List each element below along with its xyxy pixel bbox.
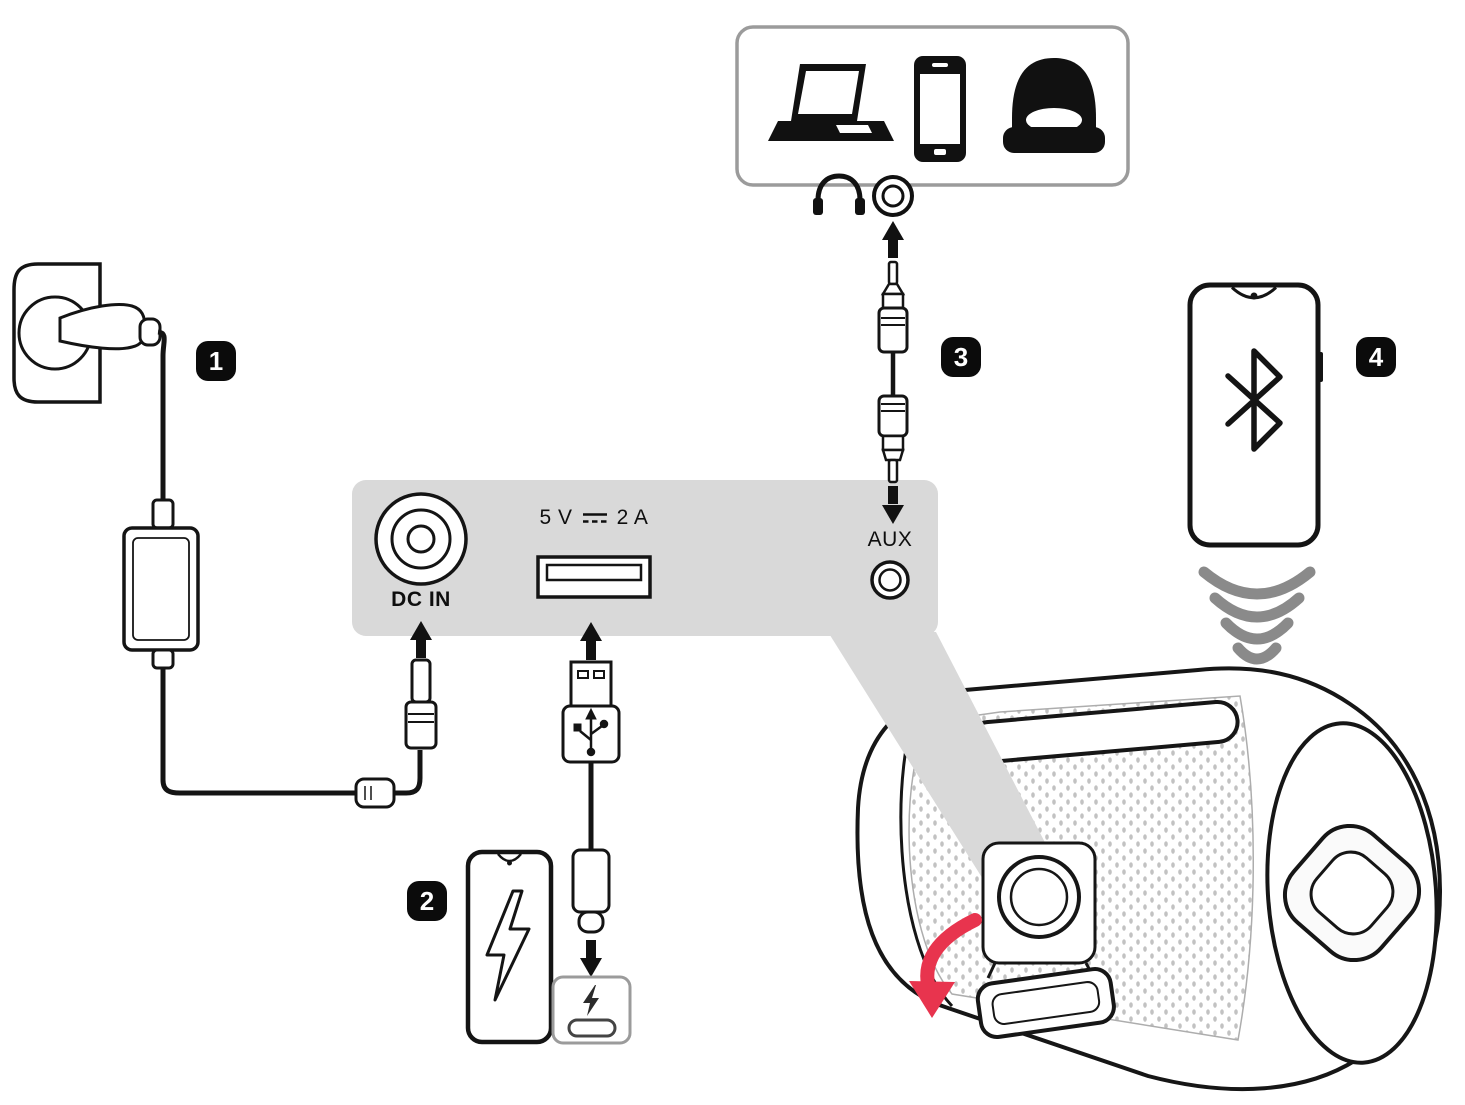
usb-current-text: 2 A	[616, 506, 649, 529]
smartphone-icon	[914, 56, 966, 162]
aux-cable-icon	[877, 221, 909, 524]
wall-outlet-icon	[12, 262, 102, 404]
aux-plug-top	[877, 260, 909, 354]
charging-phone-icon	[465, 849, 554, 1045]
aux-plug-bottom	[877, 394, 909, 484]
speaker-passive-radiator	[1265, 721, 1439, 1065]
laptop-icon	[768, 64, 894, 141]
dc-arrow-up-icon	[410, 621, 432, 658]
aux-arrow-down-icon	[882, 486, 904, 524]
usb-c-plug-icon	[571, 848, 611, 934]
dc-symbol-icon	[582, 513, 607, 523]
aux-port	[870, 560, 910, 600]
power-cable	[157, 329, 423, 796]
charge-port-icon	[551, 975, 632, 1045]
source-devices-box	[735, 25, 1130, 217]
usb-port	[536, 555, 652, 599]
headset-icon	[1003, 58, 1105, 153]
aux-label: AUX	[867, 528, 913, 551]
usb-trident-icon	[573, 707, 609, 757]
aux-arrow-up-icon	[882, 221, 904, 258]
mini-lightning-icon	[583, 985, 599, 1016]
step-badge-power: 1	[196, 341, 236, 381]
wireless-waves-icon	[1198, 566, 1316, 665]
usb-rating-label: 5 V 2 A	[504, 506, 684, 530]
usb-voltage-text: 5 V	[539, 506, 573, 529]
bluetooth-icon	[1225, 348, 1283, 452]
speaker-port-door	[975, 841, 1116, 1040]
aux-jack-ring-icon	[872, 175, 914, 217]
panel-callout-wedge	[828, 632, 1052, 884]
dc-in-label: DC IN	[391, 588, 451, 611]
step-badge-aux: 3	[941, 337, 981, 377]
open-door-arrow-icon	[909, 913, 982, 1018]
power-plug-icon	[58, 303, 162, 351]
step-badge-usb-charging: 2	[407, 881, 447, 921]
lightning-bolt-icon	[485, 889, 531, 1002]
usb-c-port-pill	[567, 1018, 617, 1038]
dc-plug-icon	[404, 658, 438, 750]
step-badge-bluetooth: 4	[1356, 337, 1396, 377]
port-door-flap	[975, 967, 1116, 1040]
usb-arrow-down-icon	[580, 940, 602, 977]
headphones-icon	[813, 173, 865, 215]
ac-adapter-icon	[122, 498, 200, 670]
ferrite-bead-icon	[354, 777, 396, 809]
usb-charge-chain	[465, 660, 632, 1045]
dc-in-port	[374, 492, 468, 586]
usb-arrow-up-icon	[580, 622, 602, 660]
bluetooth-phone-icon	[1187, 282, 1323, 548]
